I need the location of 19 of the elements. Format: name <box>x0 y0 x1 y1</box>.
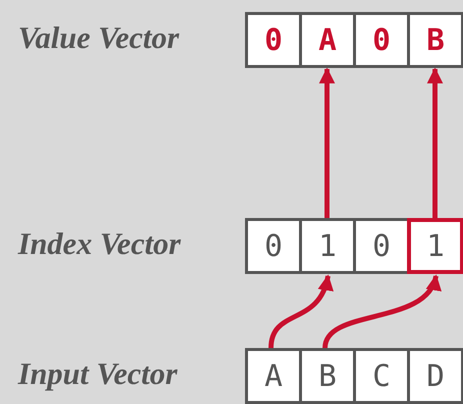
row-label: Input Vector <box>18 356 178 392</box>
arrow <box>268 274 332 348</box>
array-cell: 0 <box>245 12 302 68</box>
arrow <box>322 274 439 349</box>
row-label: Value Vector <box>18 20 180 56</box>
array-cell: A <box>245 348 302 404</box>
array-cell: 1 <box>407 218 463 274</box>
array-cell: 0 <box>353 12 410 68</box>
arrow <box>319 67 335 218</box>
array-cell: C <box>353 348 410 404</box>
array-cell: 0 <box>245 218 302 274</box>
row-label: Index Vector <box>18 226 181 262</box>
array-cell: B <box>299 348 356 404</box>
array-cell: 1 <box>299 218 356 274</box>
arrow <box>427 67 443 218</box>
array-cell: B <box>407 12 463 68</box>
array-cell: 0 <box>353 218 410 274</box>
array-cell: D <box>407 348 463 404</box>
array-cell: A <box>299 12 356 68</box>
